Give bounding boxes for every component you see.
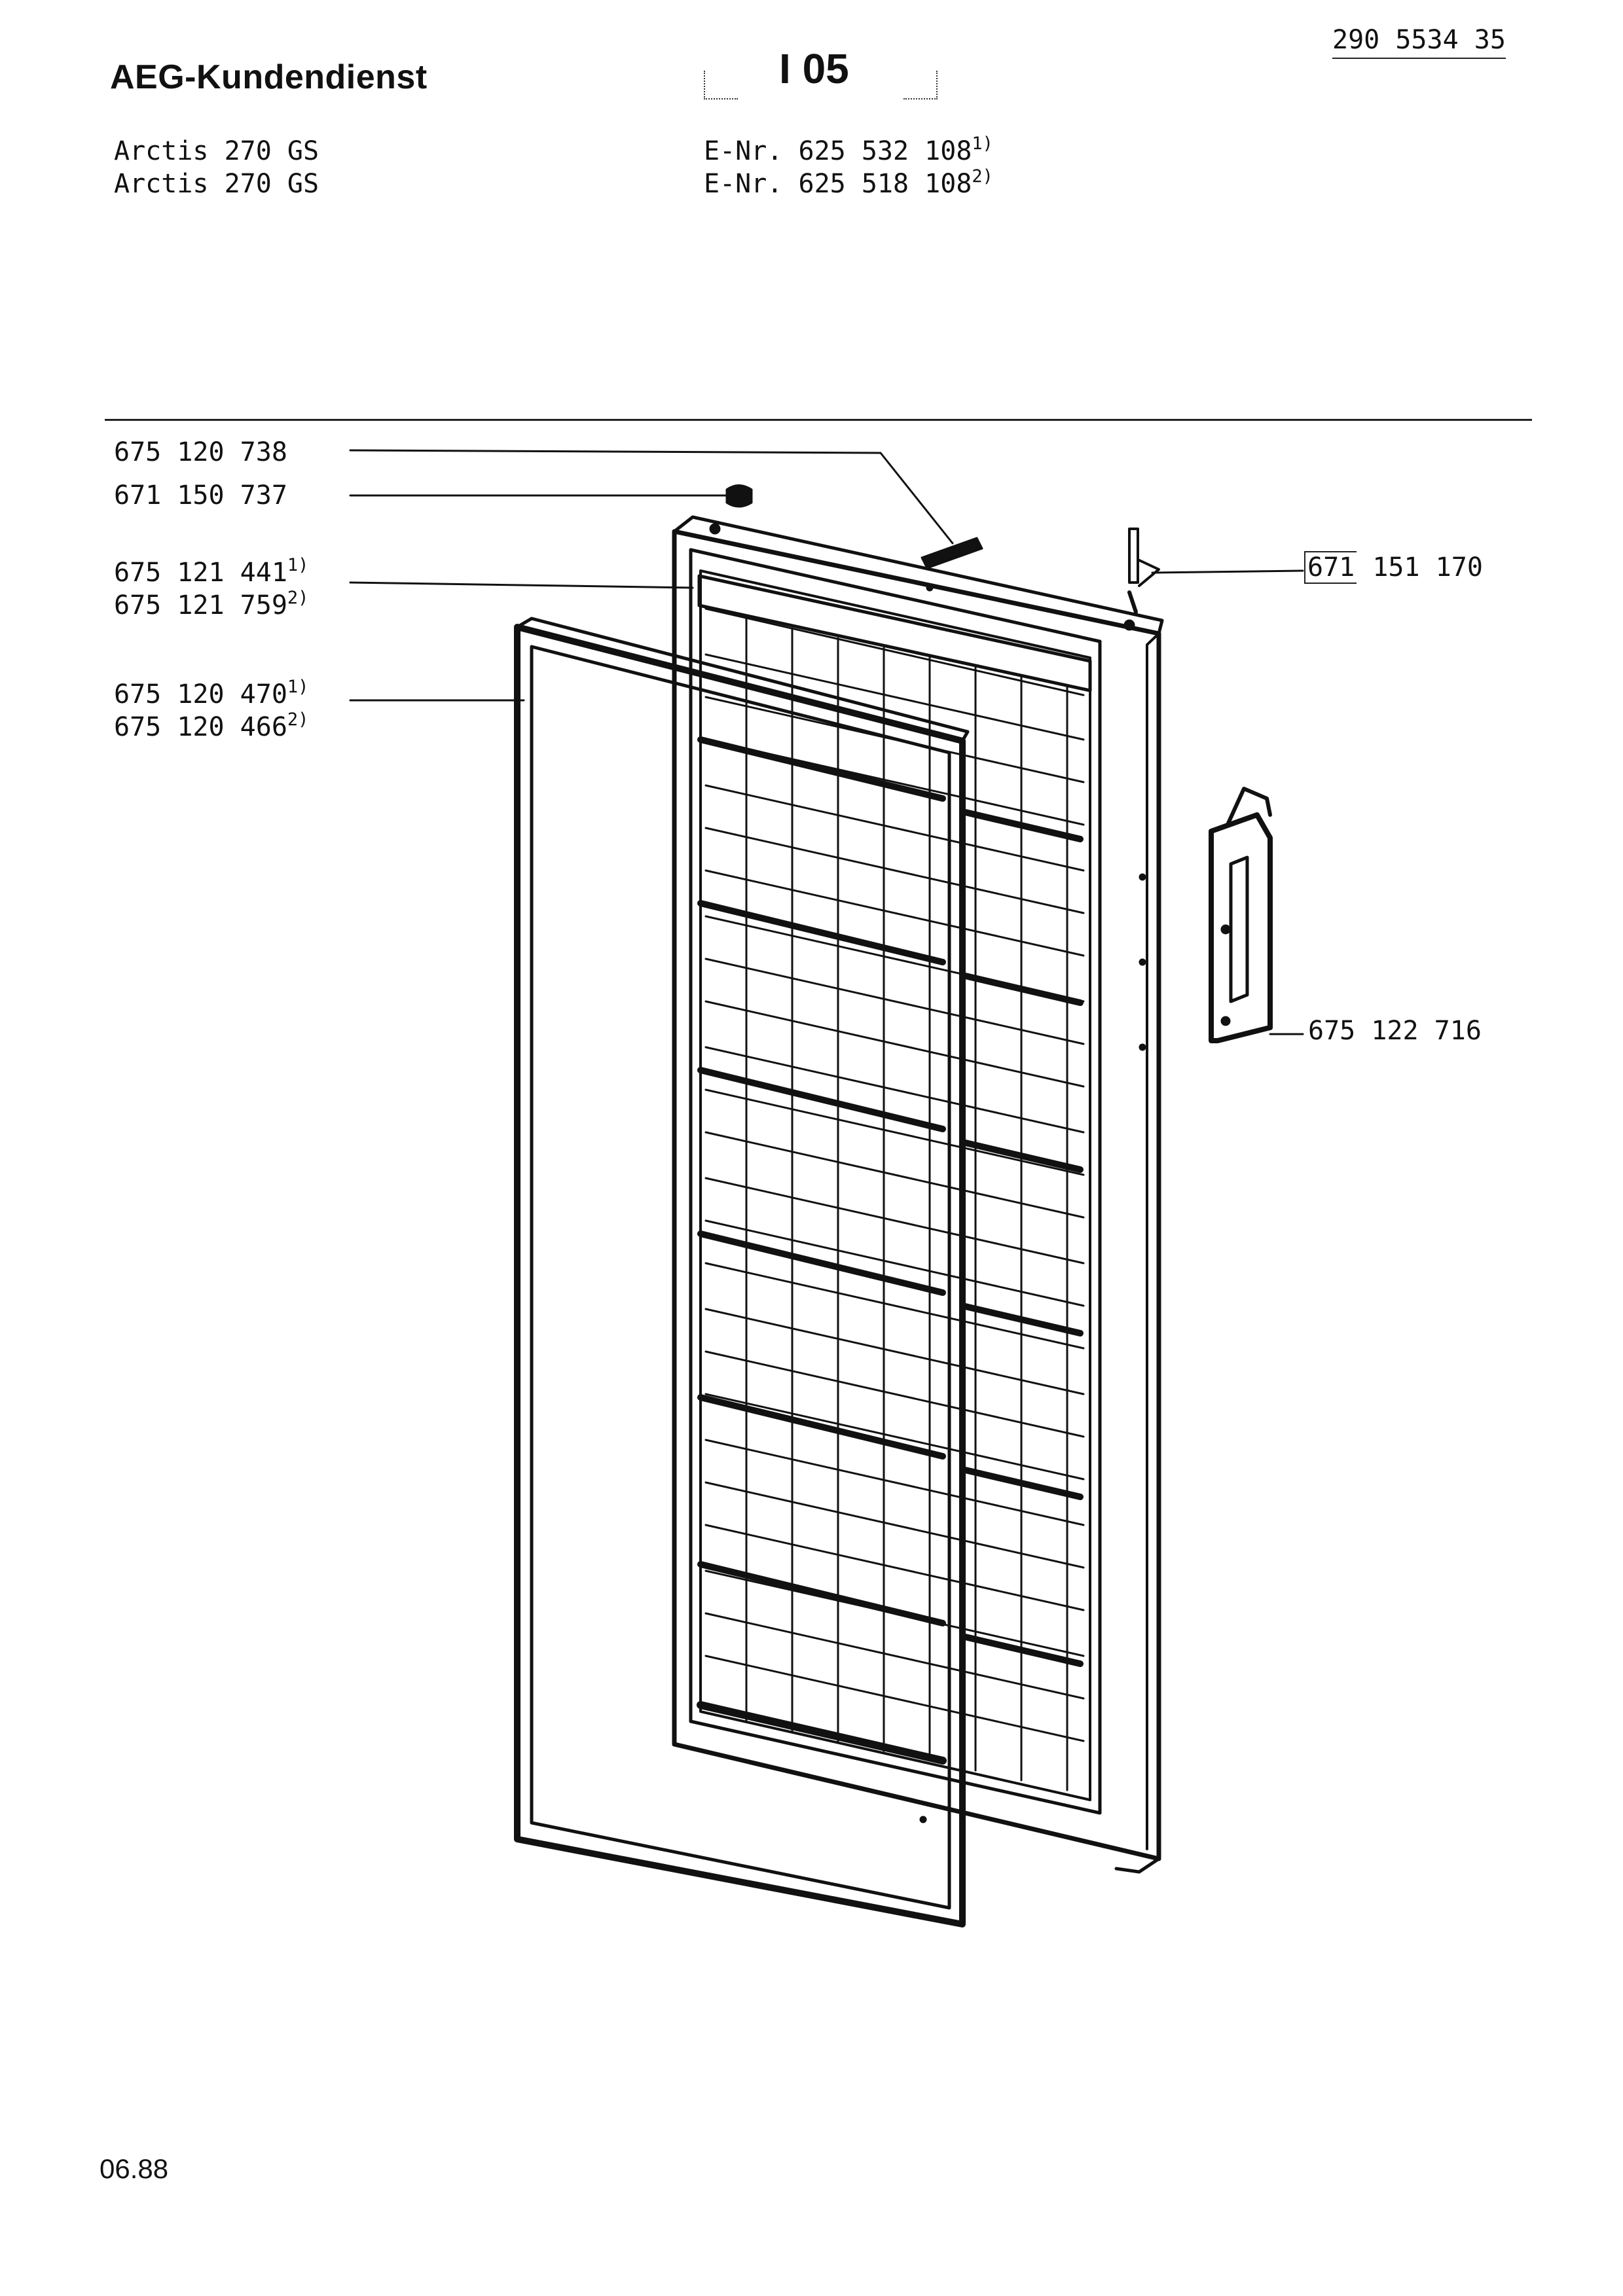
part-note-6: 2) (287, 709, 309, 730)
cap-icon (725, 484, 753, 508)
part-number-5: 675 120 470 (114, 679, 287, 709)
leader-lines (349, 449, 1304, 1035)
section-bracket-right (903, 71, 938, 99)
door-gasket (514, 617, 970, 1928)
document-number: 290 5534 35 (1332, 25, 1506, 59)
part-label-4: 675 121 7592) (114, 588, 309, 620)
model-name-2: Arctis 270 GS (114, 169, 319, 199)
model-name-1: Arctis 270 GS (114, 136, 319, 166)
part-note-4: 2) (287, 588, 309, 608)
hinge-pin-icon (921, 537, 983, 569)
enr-note-2: 2) (972, 166, 993, 187)
door-panel (672, 515, 1164, 1874)
part-label-8: 675 122 716 (1308, 1016, 1482, 1046)
part-label-1: 675 120 738 (114, 437, 287, 467)
enr-line-1: E-Nr. 625 532 1081) (704, 134, 993, 166)
part-number-7: 151 170 (1357, 552, 1483, 583)
enr-number-1: E-Nr. 625 532 108 (704, 136, 972, 166)
part-label-5: 675 120 4701) (114, 677, 309, 709)
part-number-6: 675 120 466 (114, 712, 287, 742)
section-code: I 05 (779, 45, 849, 92)
part-label-7: 671 151 170 (1304, 551, 1483, 584)
part-note-5: 1) (287, 677, 309, 697)
part-note-3: 1) (287, 555, 309, 575)
part-label-6: 675 120 4662) (114, 709, 309, 742)
header-divider (105, 419, 1532, 421)
boxed-prefix: 671 (1304, 551, 1357, 584)
enr-line-2: E-Nr. 625 518 1082) (704, 166, 993, 199)
page-title: AEG-Kundendienst (110, 58, 428, 96)
part-label-3: 675 121 4411) (114, 555, 309, 588)
enr-note-1: 1) (972, 134, 993, 154)
part-number-3: 675 121 441 (114, 558, 287, 588)
revision-date: 06.88 (100, 2153, 169, 2184)
section-bracket-left (704, 71, 738, 99)
part-label-2: 671 150 737 (114, 480, 287, 511)
hinge-bracket-icon (1127, 528, 1160, 614)
part-number-4: 675 121 759 (114, 590, 287, 620)
enr-number-2: E-Nr. 625 518 108 (704, 169, 972, 199)
door-handle-icon (1209, 787, 1273, 1043)
